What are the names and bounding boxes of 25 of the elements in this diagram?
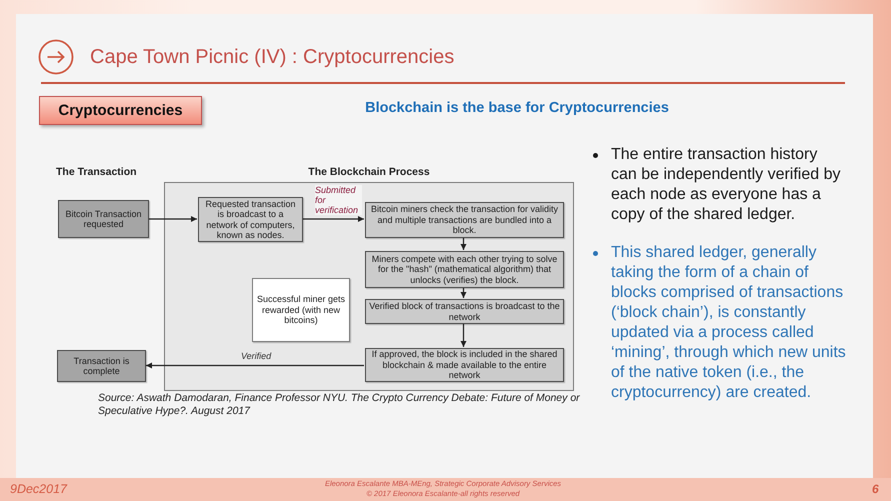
bullet-text: The entire transaction history can be independently verified by each node as everyone has a copy of the shared ledger. — [611, 145, 842, 225]
arrow — [460, 237, 466, 250]
edge-label: Submitted for verification — [315, 185, 362, 215]
process-box: Bitcoin miners check the transaction for validity and multiple transactions are bundled into a block. — [365, 202, 564, 238]
section-tab: Cryptocurrencies — [39, 96, 202, 125]
page-number: 6 — [872, 481, 879, 497]
arrow — [460, 323, 466, 347]
arrow — [460, 287, 466, 298]
date-text: 9Dec2017 — [10, 481, 67, 497]
process-box: Requested transaction is broadcast to a network of computers, known as nodes. — [198, 197, 303, 242]
group-heading: The Blockchain Process — [308, 166, 430, 179]
process-box: If approved, the block is included in the shared blockchain & made available to the entire network — [365, 348, 564, 382]
process-box: Transaction is complete — [57, 350, 146, 382]
column-heading: The Transaction — [56, 166, 137, 179]
bullet-text: This shared ledger, generally taking the form of a chain of blocks comprised of transactions (‘block chain’), is constantly updated via a process called ‘mining’, through which new units of the native token (i.e., the cryptocurrency) are created. — [611, 243, 847, 403]
source-note: Source: Aswath Damodaran, Finance Professor NYU. The Crypto Currency Debate: Future of Money or Speculative Hype?. August 2017 — [98, 392, 581, 418]
process-box: Miners compete with each other trying to solve for the "hash" (mathematical algorithm) that unlocks (verifies) the block. — [365, 251, 564, 288]
slide-title: Cape Town Picnic (IV) : Cryptocurrencies — [90, 45, 454, 69]
process-box: Bitcoin Transaction requested — [58, 200, 149, 238]
process-box: Successful miner gets rewarded (with new bitcoins) — [252, 278, 350, 342]
arrow — [149, 216, 197, 222]
arrow — [146, 362, 364, 368]
arrow — [302, 216, 364, 222]
process-box: Verified block of transactions is broadcast to the network — [365, 299, 564, 324]
subtitle: Blockchain is the base for Cryptocurrencies — [365, 99, 669, 117]
